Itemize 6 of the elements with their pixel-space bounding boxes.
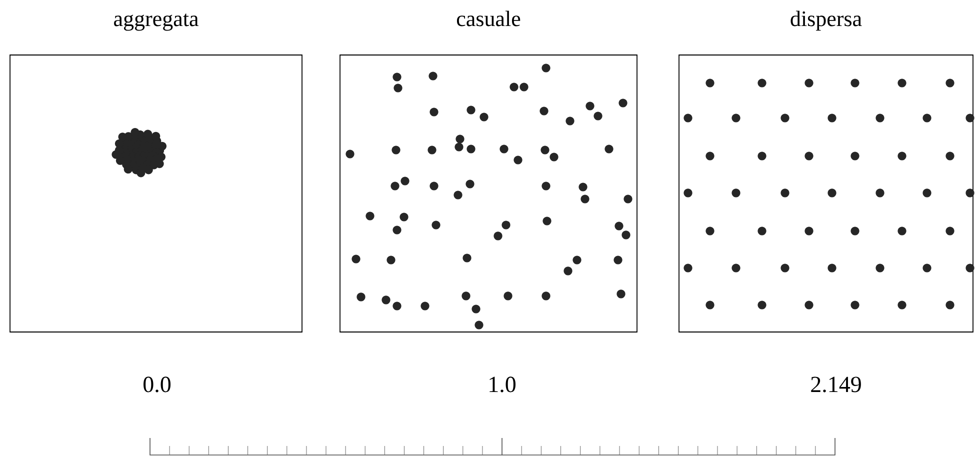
scale-value: 2.149 bbox=[811, 376, 861, 392]
panel-heading: casuale bbox=[456, 10, 520, 26]
panel-heading: dispersa bbox=[790, 10, 862, 31]
scale-value: 0.0 bbox=[144, 376, 171, 392]
panel-heading: aggregata bbox=[114, 14, 198, 31]
scale-value: 1.0 bbox=[490, 376, 516, 392]
